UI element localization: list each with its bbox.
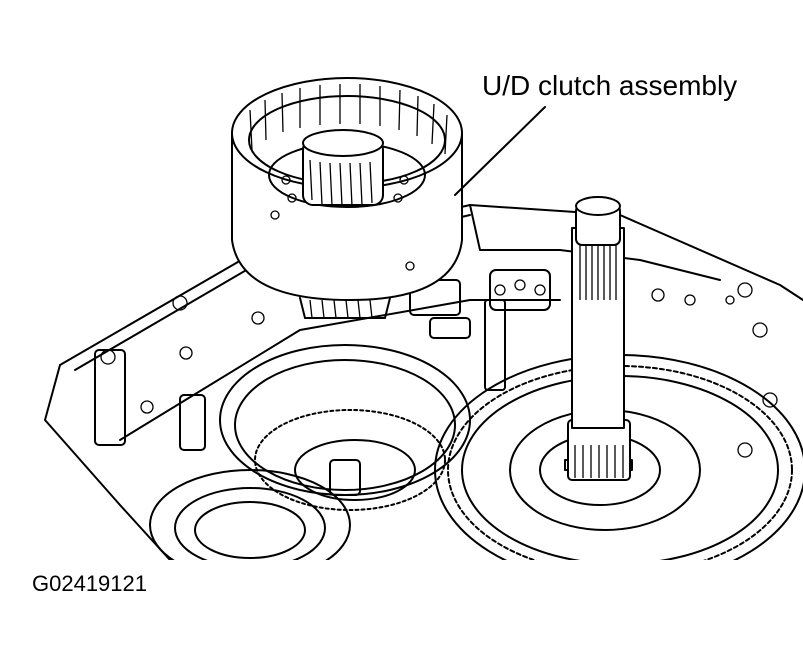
lower-clutch-drum (149, 344, 471, 560)
valve-body (409, 269, 551, 391)
callout-label: U/D clutch assembly (482, 70, 738, 101)
ud-clutch-assembly (231, 77, 463, 319)
input-shaft (564, 196, 633, 481)
figure-id: G02419121 (32, 571, 147, 596)
callout-leader (454, 106, 546, 196)
